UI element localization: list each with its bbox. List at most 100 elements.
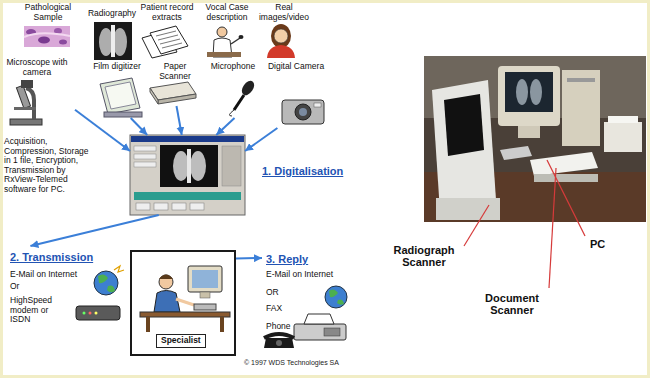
microphone-icon <box>229 79 256 116</box>
specialist-label: Specialist <box>156 334 206 348</box>
specialist-illustration-part <box>176 299 194 305</box>
vocal-case-icon-part <box>239 35 244 39</box>
workstation-photo-part <box>604 122 642 152</box>
software-screen-part <box>222 146 241 186</box>
digital-camera-icon-part <box>314 103 321 107</box>
source-item: Pathological Sample <box>18 3 81 49</box>
step-heading: 2. Transmission <box>10 251 93 263</box>
microphone-icon-part <box>229 110 234 116</box>
workstation-photo-part <box>432 80 496 212</box>
workstation-photo-part <box>518 126 540 138</box>
flow-arrow <box>216 118 234 135</box>
device-label: Microscope with camera <box>2 58 72 77</box>
item-label: Patient record extracts <box>136 3 198 22</box>
specialist-illustration-part <box>220 317 224 332</box>
channel-text: E-Mail on Internet <box>10 270 77 280</box>
reply-globe-icon-part <box>329 289 344 304</box>
device-item: Film digitizer <box>88 62 149 118</box>
software-screen-part <box>190 203 204 210</box>
item-label: Radiography <box>84 9 140 19</box>
workstation-photo-part <box>567 78 595 82</box>
workstation-photo-part <box>505 72 553 112</box>
software-screen-part <box>173 151 189 181</box>
modem-icon-part <box>83 312 86 315</box>
patient-record-icon-part <box>150 26 188 54</box>
source-item: Real images/video <box>256 3 315 59</box>
software-screen-part <box>136 203 150 210</box>
software-screen-part <box>172 203 186 210</box>
specialist-illustration-part <box>140 312 230 317</box>
film-digitizer-icon-part <box>105 82 136 109</box>
channel-text: HighSpeed modem or ISDN <box>10 296 58 325</box>
part-name: Document Scanner <box>470 292 554 317</box>
video-person-icon-part <box>274 29 288 43</box>
channel-text: Phone <box>266 322 291 332</box>
copyright-note: © 1997 WDS Technologies SA <box>244 359 339 367</box>
reply-globe-icon-part <box>325 286 347 308</box>
specialist-illustration-part <box>194 304 216 310</box>
device-label: Film digitizer <box>88 62 146 72</box>
specialist-illustration-part <box>159 275 173 280</box>
phone-icon-part <box>264 334 294 338</box>
video-person-icon-part <box>267 45 295 58</box>
part-name: PC <box>590 238 605 250</box>
internet-globe-icon-part <box>98 274 115 292</box>
source-item: Radiography <box>84 3 143 61</box>
step-heading: 1. Digitalisation <box>262 165 343 177</box>
vocal-case-icon-part <box>217 27 227 37</box>
workstation-photo-part <box>500 146 532 160</box>
workstation-photo-part <box>530 152 598 176</box>
modem-icon <box>76 306 120 320</box>
item-label: Vocal Case description <box>198 3 256 22</box>
microphone-icon-part <box>239 79 256 98</box>
workstation-photo-part <box>530 79 542 105</box>
channel-text: FAX <box>266 304 282 314</box>
software-screen-part <box>154 203 168 210</box>
software-screen-part <box>134 146 156 151</box>
patient-record-icon <box>142 26 188 58</box>
vocal-case-icon-part <box>231 38 240 44</box>
radiograph-icon-part <box>111 25 115 57</box>
source-item: Vocal Case description <box>198 3 259 59</box>
film-digitizer-icon <box>100 78 142 117</box>
device-item: Digital Camera <box>264 62 331 128</box>
workstation-photo-part <box>516 79 528 105</box>
software-screen-part <box>187 149 191 183</box>
item-label: Pathological Sample <box>18 3 78 22</box>
digital-camera-icon-part <box>282 100 324 124</box>
process-note: Acquisition, Compression, Storage in 1 f… <box>4 137 96 194</box>
phone-icon <box>264 334 294 348</box>
flow-arrow <box>177 106 182 135</box>
device-item: Paper Scanner <box>147 62 206 106</box>
specialist-box: Specialist <box>130 250 236 356</box>
device-label: Paper Scanner <box>147 62 203 81</box>
paper-scanner-icon-part <box>150 88 158 104</box>
specialist-illustration-part <box>159 275 173 289</box>
fax-icon-part <box>294 324 346 340</box>
radiograph-icon-part <box>94 22 132 60</box>
device-item: Microphone <box>205 62 264 118</box>
internet-globe-icon-part <box>114 266 124 272</box>
film-digitizer-icon-part <box>100 78 140 114</box>
software-screen-part <box>134 154 156 159</box>
paper-scanner-icon <box>150 82 196 104</box>
device-label: Digital Camera <box>264 62 328 72</box>
radiograph-icon-part <box>99 28 113 56</box>
microscope-icon-part <box>14 107 36 110</box>
software-screen-part <box>134 192 241 200</box>
item-label: Real images/video <box>256 3 312 22</box>
workstation-photo-part <box>608 116 638 123</box>
phone-icon-part <box>264 338 294 348</box>
pathology-slide-icon-part <box>38 37 50 44</box>
software-screen-part <box>190 151 206 181</box>
radiograph-icon-part <box>113 28 127 56</box>
digital-camera-icon-part <box>295 104 311 120</box>
specialist-illustration-part <box>188 266 222 292</box>
software-screen <box>130 135 245 215</box>
specialist-illustration-part <box>192 270 218 288</box>
modem-icon-part <box>95 312 98 315</box>
part-name: Radiograph Scanner <box>384 244 464 269</box>
fax-icon <box>294 314 346 340</box>
